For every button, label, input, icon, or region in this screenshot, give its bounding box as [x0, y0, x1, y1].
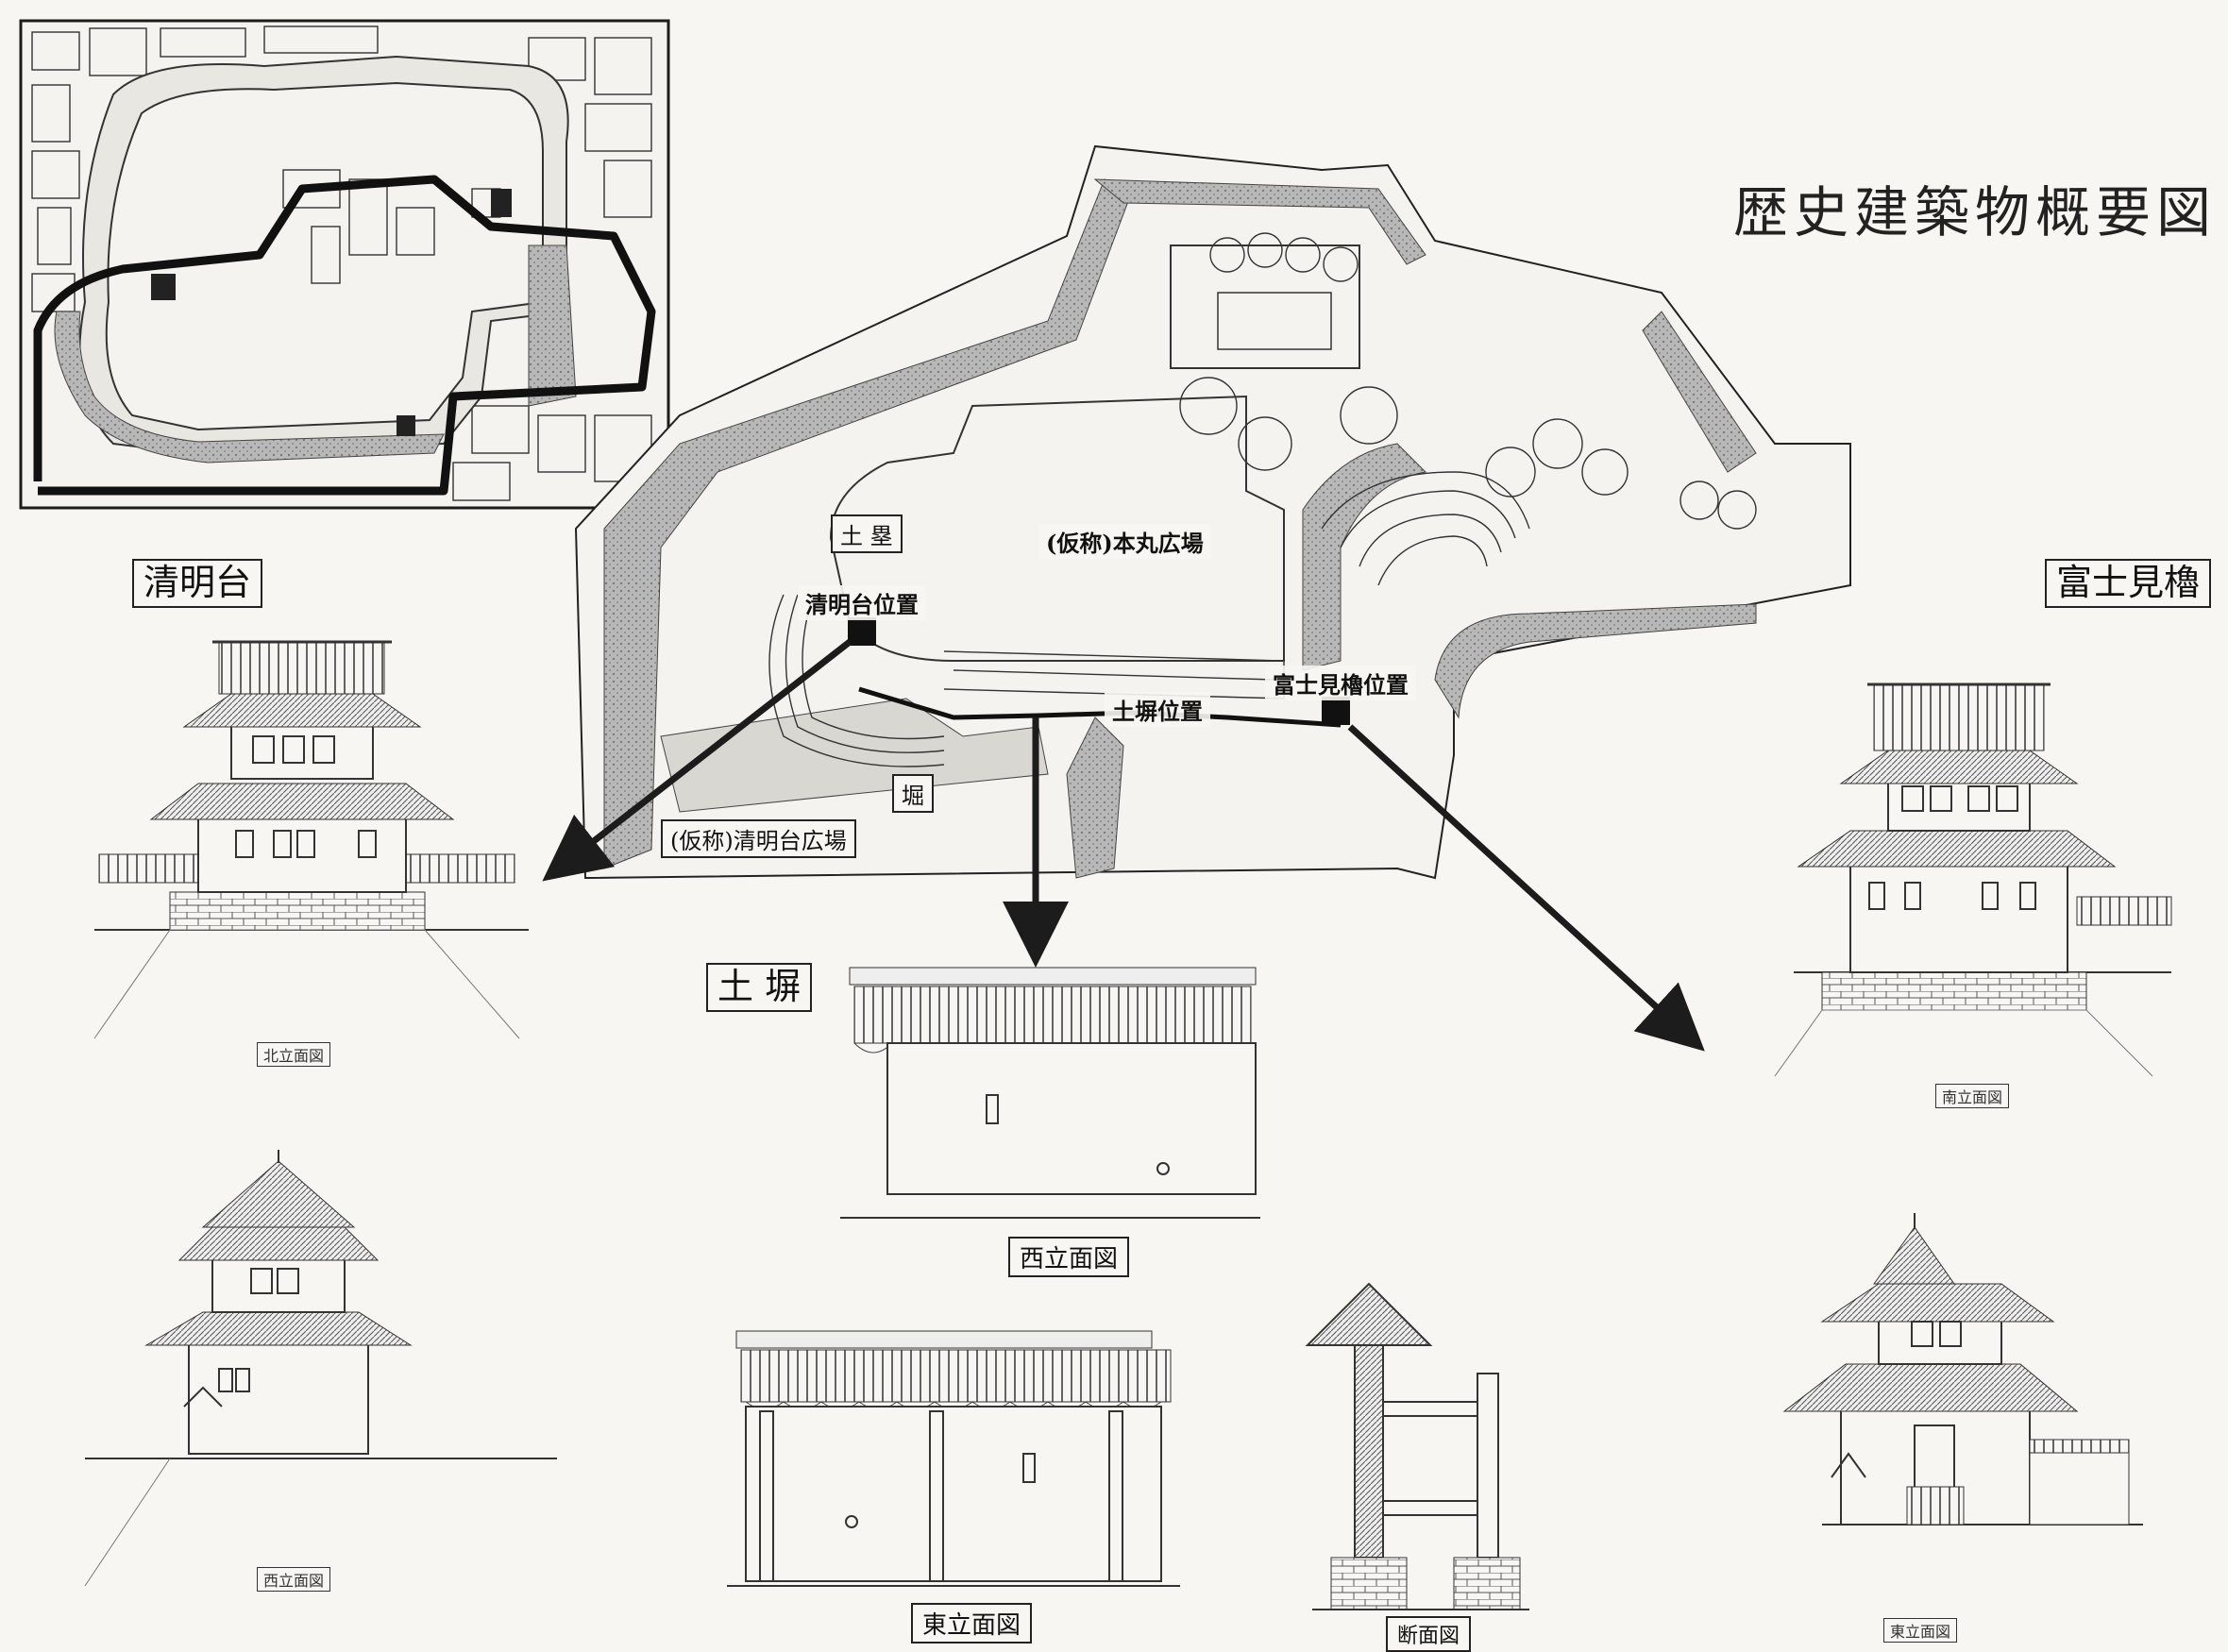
dobei-heading: 土 塀 — [706, 963, 813, 1012]
fujimi-heading: 富士見櫓 — [2045, 559, 2212, 608]
dobei-east-elevation — [727, 1330, 1180, 1587]
fujimi-east-elevation — [1782, 1213, 2143, 1526]
page-title: 歴史建築物概要図 — [1733, 180, 2218, 244]
caption-seimeidai-north: 北立面図 — [257, 1042, 331, 1067]
dobei-section — [1305, 1282, 1529, 1610]
map-label-seimeidai-position: 清明台位置 — [798, 585, 926, 620]
map-label-dorui: 土 塁 — [831, 514, 903, 553]
caption-dobei-section: 断面図 — [1386, 1616, 1472, 1652]
fujimi-south-elevation — [1774, 683, 2172, 1077]
map-label-fujimi-position: 富士見櫓位置 — [1265, 666, 1416, 700]
caption-dobei-east: 東立面図 — [911, 1603, 1033, 1644]
seimeidai-west-elevation — [84, 1150, 557, 1587]
dobei-west-elevation — [840, 967, 1260, 1219]
inset-key-map — [19, 19, 670, 510]
map-label-honmaru-plaza: (仮称)本丸広場 — [1038, 524, 1211, 559]
location-arrows — [542, 639, 1705, 1052]
caption-fujimi-east: 東立面図 — [1883, 1618, 1958, 1643]
map-label-seimeidai-plaza: (仮称)清明台広場 — [661, 819, 856, 858]
seimeidai-north-elevation — [93, 640, 529, 1039]
site-plan — [574, 144, 1851, 880]
caption-seimeidai-west: 西立面図 — [257, 1567, 331, 1592]
caption-dobei-west: 西立面図 — [1008, 1237, 1130, 1277]
seimeidai-marker — [848, 617, 876, 646]
fujimi-marker — [1322, 697, 1350, 725]
map-label-dobei-position: 土塀位置 — [1105, 692, 1210, 727]
seimeidai-heading: 清明台 — [132, 559, 263, 608]
caption-fujimi-south: 南立面図 — [1935, 1084, 2010, 1108]
map-label-hori: 堀 — [892, 774, 934, 813]
